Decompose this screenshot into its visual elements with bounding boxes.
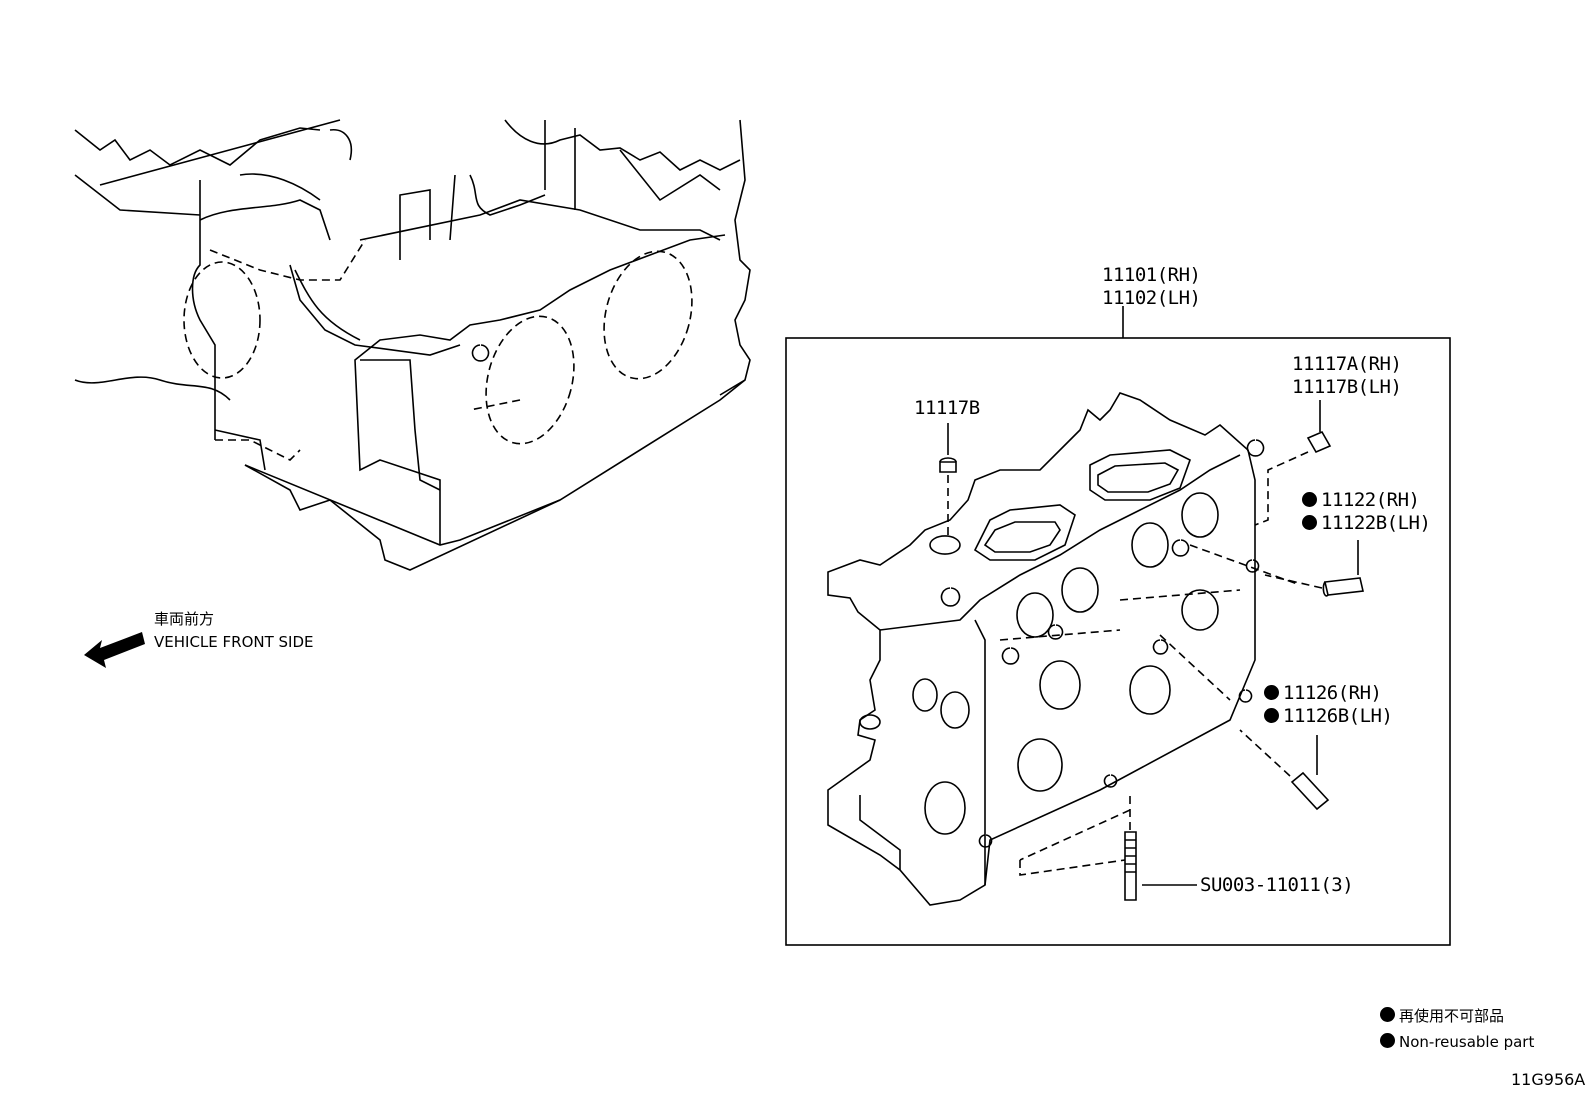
engine-block-illustration bbox=[74, 119, 751, 571]
non-reusable-dot-icon bbox=[1380, 1007, 1395, 1022]
legend-jp: 再使用不可部品 bbox=[1380, 1003, 1504, 1029]
non-reusable-dot-icon bbox=[1302, 515, 1317, 530]
direction-label-en: VEHICLE FRONT SIDE bbox=[154, 633, 314, 651]
stud-bolt-su003 bbox=[1019, 795, 1197, 901]
part-label-11102: 11102(LH) bbox=[1102, 287, 1201, 309]
part-label-11117b-lh: 11117B(LH) bbox=[1292, 376, 1402, 398]
part-label-11117b: 11117B bbox=[914, 397, 980, 419]
non-reusable-dot-icon bbox=[1264, 708, 1279, 723]
front-arrow-icon bbox=[84, 632, 145, 668]
dowel-pin-11126 bbox=[1239, 729, 1330, 811]
part-label-11117a-rh: 11117A(RH) bbox=[1292, 353, 1402, 375]
plug-11117a bbox=[1254, 400, 1332, 526]
illustration-code: 11G956A bbox=[1511, 1070, 1586, 1089]
direction-label-jp: 車両前方 bbox=[154, 610, 215, 628]
dowel-pin-11122 bbox=[1264, 540, 1364, 597]
part-label-su003: SU003-11011(3) bbox=[1200, 874, 1354, 896]
plug-11117b bbox=[939, 423, 957, 540]
part-label-11122b-lh: 11122B(LH) bbox=[1302, 511, 1431, 535]
parts-group-frame bbox=[785, 337, 1451, 946]
part-label-11101: 11101(RH) bbox=[1102, 264, 1201, 286]
part-label-11126-rh: 11126(RH) bbox=[1264, 681, 1382, 705]
legend-en: Non-reusable part bbox=[1380, 1029, 1534, 1055]
non-reusable-dot-icon bbox=[1264, 685, 1279, 700]
part-label-11122-rh: 11122(RH) bbox=[1302, 488, 1420, 512]
part-label-11126b-lh: 11126B(LH) bbox=[1264, 704, 1393, 728]
non-reusable-dot-icon bbox=[1380, 1033, 1395, 1048]
cylinder-head-illustration bbox=[827, 392, 1301, 906]
non-reusable-dot-icon bbox=[1302, 492, 1317, 507]
